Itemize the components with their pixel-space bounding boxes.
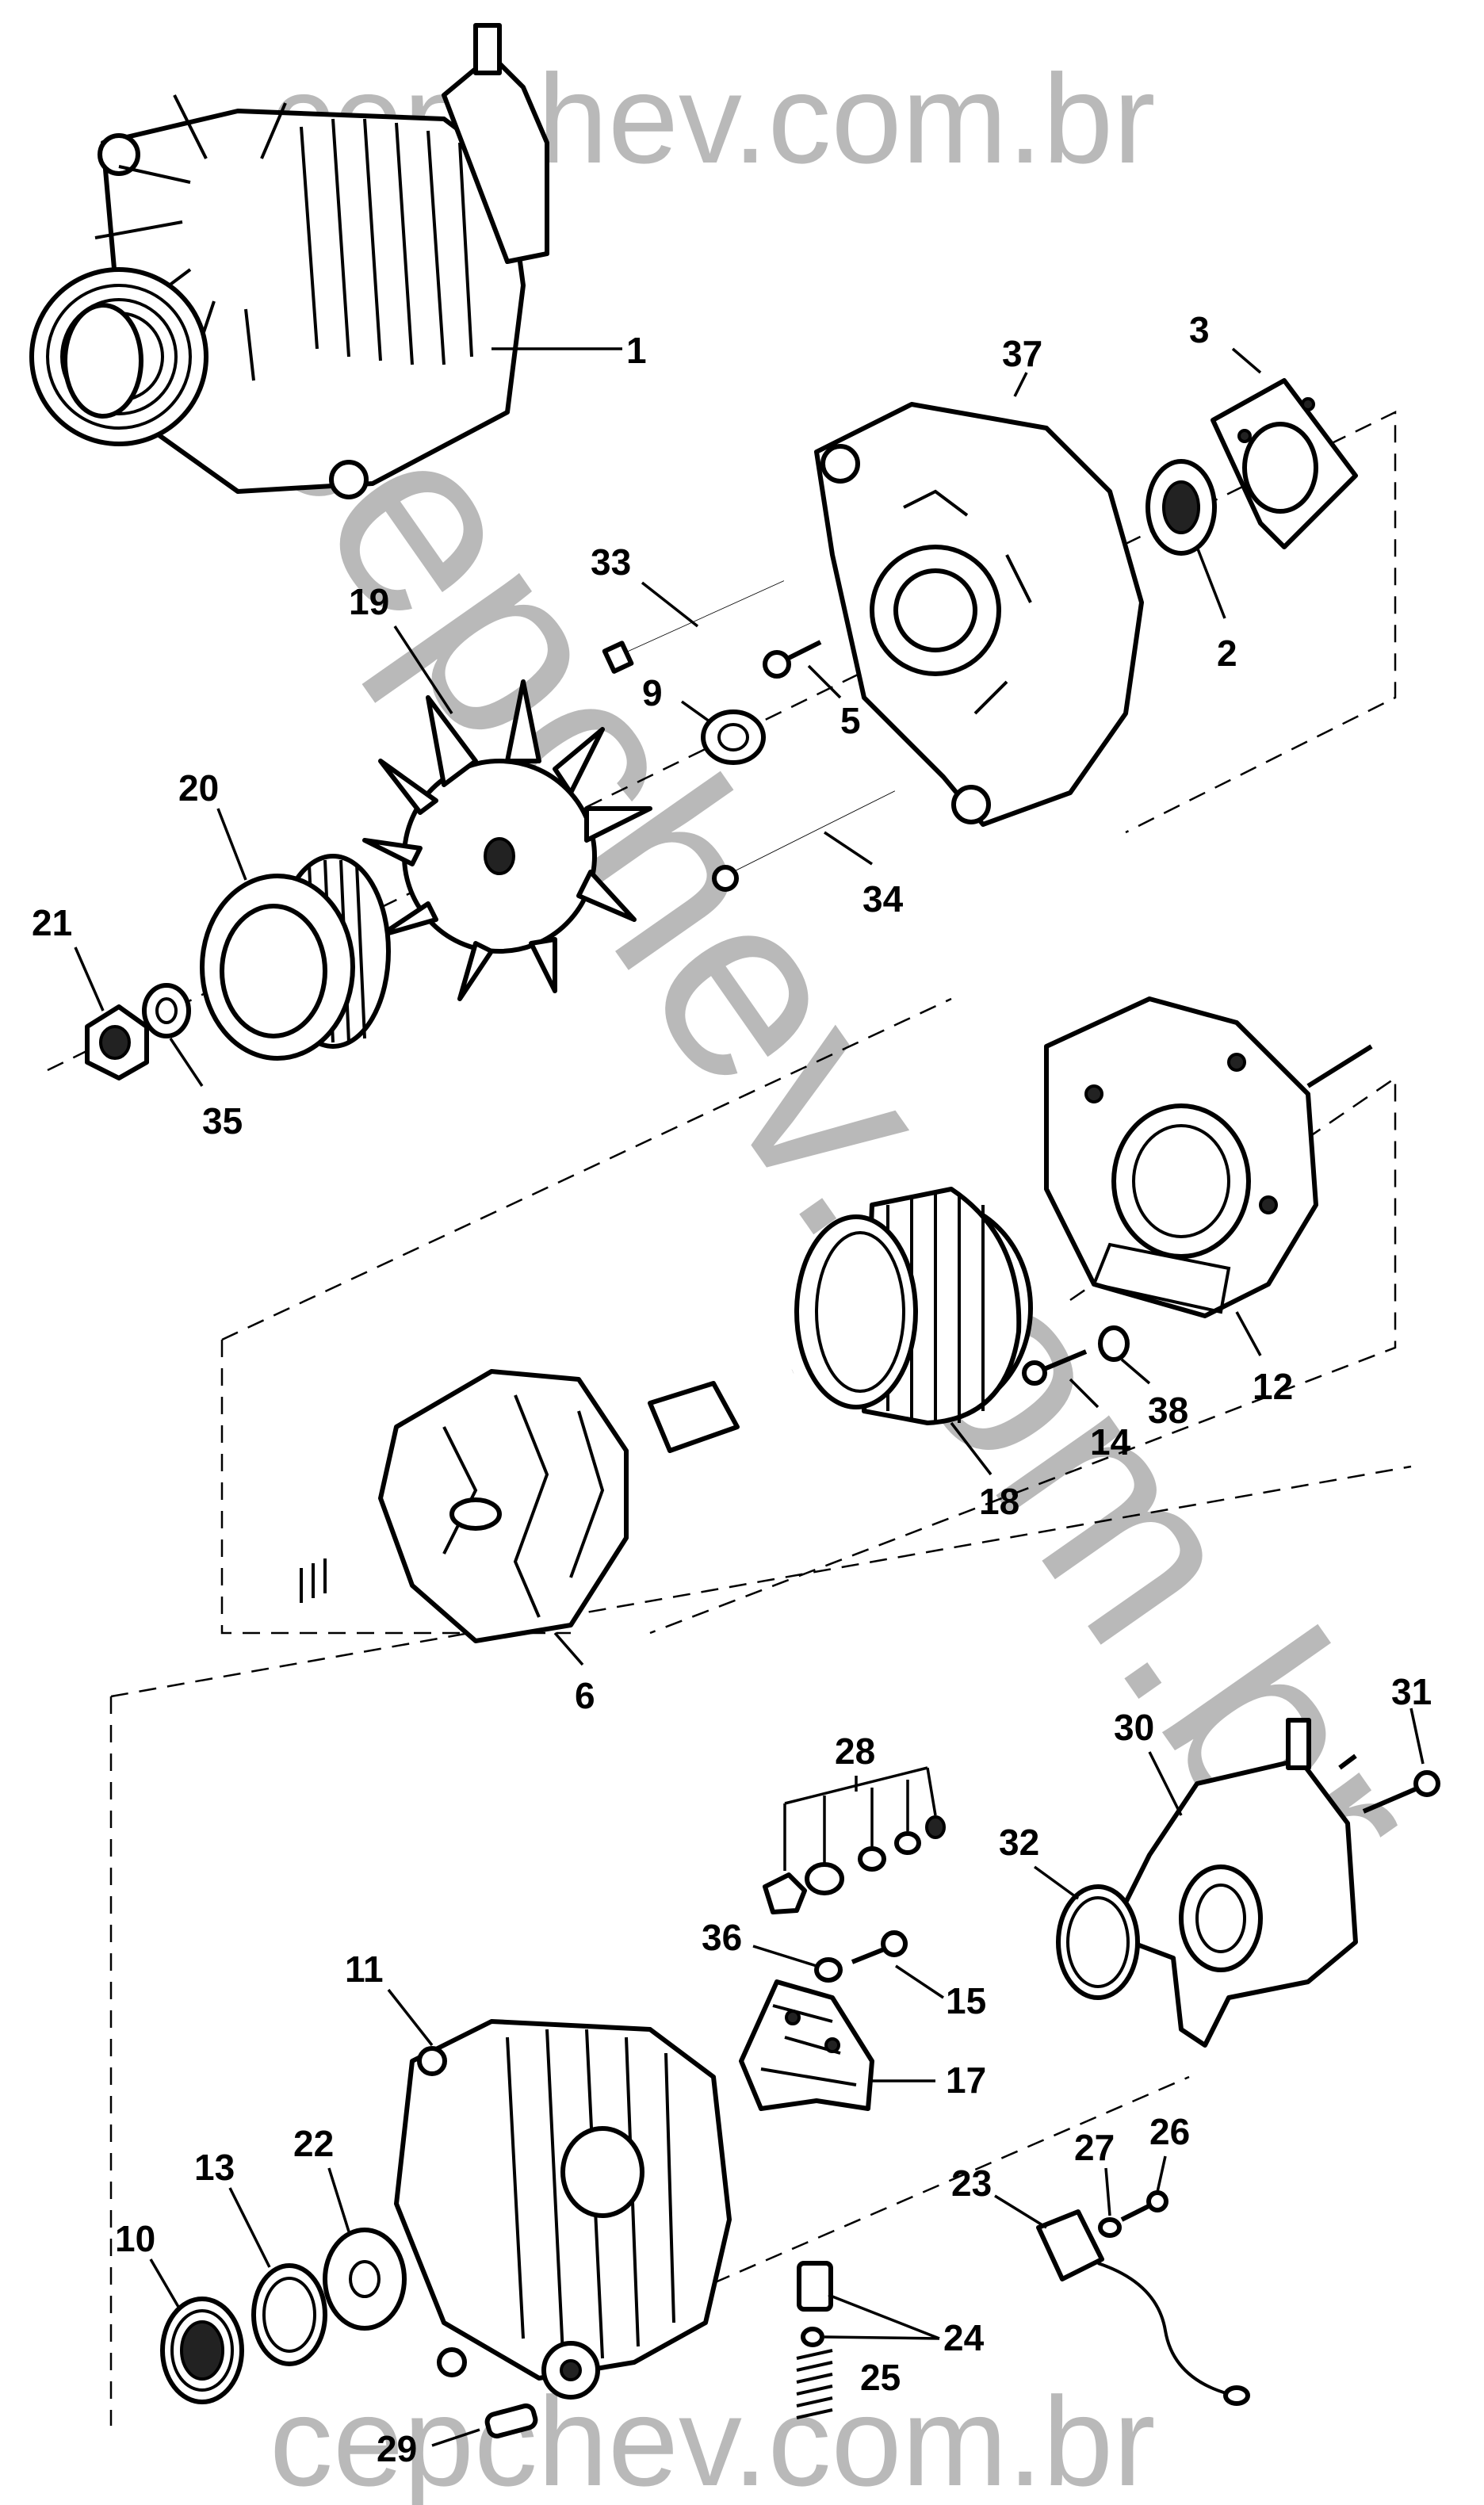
label-18: 18	[979, 1481, 1019, 1522]
label-38: 38	[1148, 1390, 1188, 1431]
cooling-fan	[362, 679, 652, 1001]
label-36: 36	[702, 1917, 742, 1958]
drive-end-housing	[814, 402, 1144, 827]
bearing-retainer-plate	[1211, 378, 1358, 549]
label-19: 19	[349, 581, 389, 622]
washer-35	[142, 983, 191, 1038]
dowel-pin	[484, 2403, 538, 2439]
pulley	[200, 854, 391, 1061]
label-10: 10	[115, 2218, 155, 2259]
label-34: 34	[862, 878, 904, 920]
label-27: 27	[1074, 2127, 1115, 2168]
label-24: 24	[943, 2317, 985, 2358]
washer-38	[1098, 1325, 1130, 1362]
label-13: 13	[194, 2147, 235, 2188]
rear-bearing	[160, 2297, 244, 2404]
spacer-ring-9	[701, 709, 766, 765]
screw-15	[851, 1930, 908, 1964]
label-21: 21	[32, 902, 72, 943]
label-37: 37	[1002, 333, 1042, 374]
label-1: 1	[626, 330, 647, 371]
label-20: 20	[178, 767, 219, 809]
alternator-assembly	[29, 23, 549, 499]
through-bolt-33	[602, 580, 788, 674]
label-25: 25	[860, 2357, 901, 2398]
label-17: 17	[946, 2059, 986, 2101]
label-3: 3	[1189, 309, 1210, 350]
label-29: 29	[377, 2428, 417, 2469]
ring-13	[251, 2263, 327, 2366]
washer-27	[1098, 2217, 1122, 2238]
label-12: 12	[1253, 1366, 1293, 1407]
screw-26	[1120, 2190, 1168, 2222]
rotor	[296, 1360, 798, 1643]
watermark-bottom: cepchev.com.br	[270, 2370, 1156, 2505]
label-31: 31	[1391, 1671, 1432, 1712]
through-bolt-34	[712, 790, 899, 892]
label-2: 2	[1217, 633, 1237, 674]
screw-5	[763, 640, 822, 679]
terminal-hardware-set	[763, 1815, 946, 1914]
label-35: 35	[202, 1100, 243, 1142]
front-bearing	[1146, 459, 1217, 556]
label-28: 28	[835, 1731, 875, 1772]
pulley-nut	[85, 1004, 149, 1080]
label-30: 30	[1114, 1707, 1154, 1748]
voltage-regulator	[739, 1979, 874, 2111]
label-11: 11	[345, 1949, 384, 1990]
wiring-harness-sensor	[1036, 2209, 1250, 2406]
label-14: 14	[1090, 1421, 1131, 1463]
slip-ring-end-housing	[394, 2019, 732, 2400]
screw-31	[1362, 1770, 1440, 1814]
stator	[794, 1187, 1033, 1425]
washer-36	[814, 1957, 843, 1983]
label-23: 23	[951, 2163, 992, 2204]
label-22: 22	[293, 2123, 334, 2164]
o-ring-32	[1056, 1884, 1140, 2000]
label-9: 9	[642, 672, 663, 713]
label-32: 32	[999, 1822, 1039, 1863]
brush-set	[796, 2261, 833, 2419]
rectifier-bridge	[1044, 996, 1373, 1318]
label-33: 33	[591, 541, 631, 583]
spacer-22	[323, 2228, 407, 2331]
label-6: 6	[575, 1675, 595, 1716]
label-15: 15	[946, 1980, 986, 2021]
label-26: 26	[1149, 2111, 1190, 2152]
screw-14	[1022, 1349, 1088, 1386]
vacuum-pump	[1107, 1718, 1358, 2048]
label-5: 5	[840, 700, 861, 741]
